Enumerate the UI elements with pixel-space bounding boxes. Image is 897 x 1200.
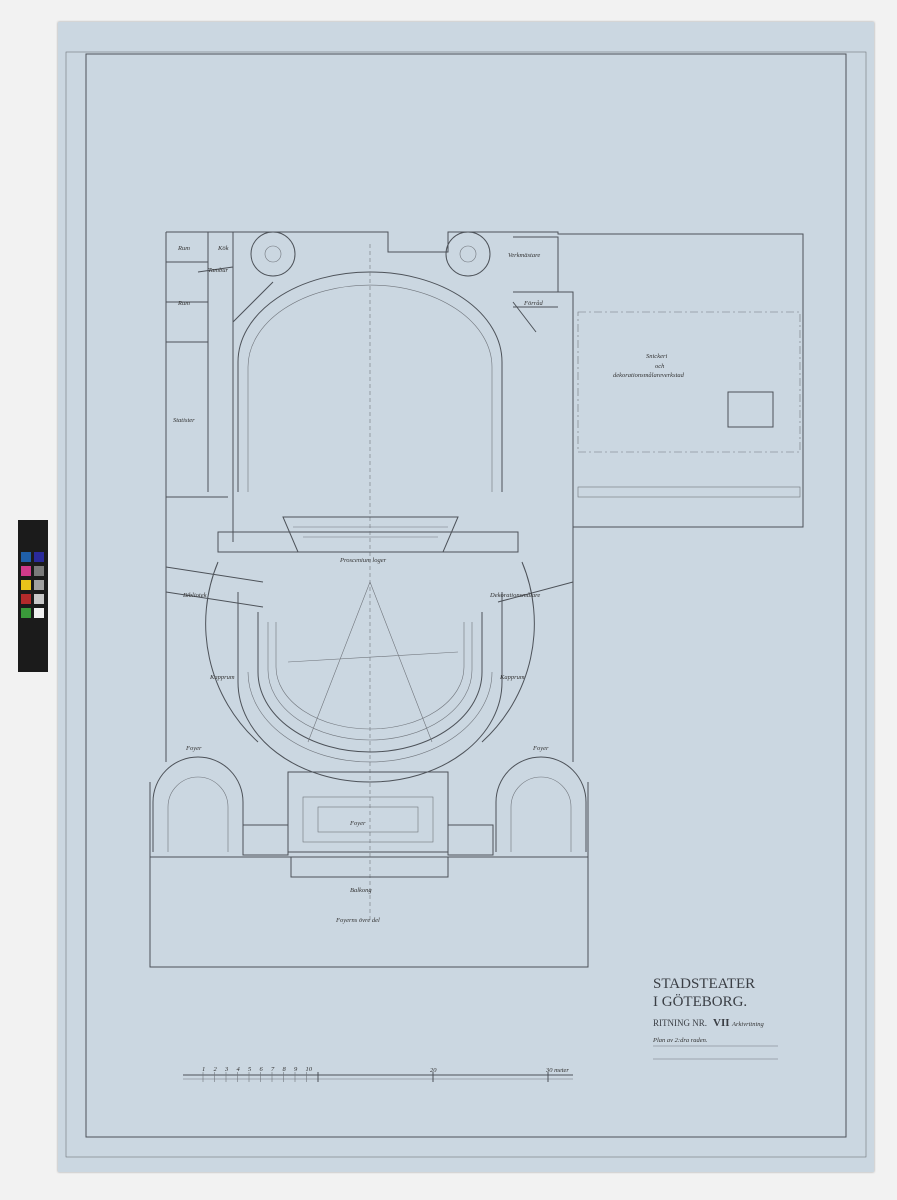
scale-tick-label: 8 [283,1066,287,1073]
room-label: Snickeri [646,353,667,360]
color-checker [18,520,48,672]
drawing-prefix: RITNING NR. [653,1018,707,1028]
scale-tick-label: 1 [202,1066,205,1073]
room-label: Verkmästare [508,252,540,259]
color-swatch [21,552,31,562]
color-swatch [21,580,31,590]
stage [237,244,503,922]
room-labels: Rum Kök Tambur Rum Statister Verkmästare… [173,245,685,924]
floor-plan: Rum Kök Tambur Rum Statister Verkmästare… [65,51,867,1158]
title-block: STADSTEATER I GÖTEBORG. RITNING NR. VII … [652,976,778,1060]
scale-tick-label: 2 [214,1066,218,1073]
drawing-sheet: Rum Kök Tambur Rum Statister Verkmästare… [58,22,874,1172]
auditorium [205,561,535,783]
building-walls [149,231,804,968]
room-label: Foyer [532,745,549,752]
color-swatch [34,566,44,576]
room-label: Kapprum [209,674,235,681]
stair-towers [152,231,587,852]
room-label: Proscenium loger [339,557,387,564]
color-swatch [34,552,44,562]
room-label: Förråd [523,300,544,307]
room-label: dekorationsmålareverkstad [613,372,685,379]
room-label: Kök [217,245,229,252]
scale-tick-label: 4 [237,1066,241,1073]
color-swatch [21,566,31,576]
plan-label: Plan av 2:dra raden. [652,1037,708,1044]
color-swatch [34,608,44,618]
outer-border [65,51,867,1158]
scale-label-20: 20 [430,1067,437,1074]
room-label: Foyer [185,745,202,752]
room-label: Tambur [208,267,228,274]
drawing-number: VII [713,1017,730,1029]
workshop [577,311,801,498]
scale-tick-label: 7 [271,1066,275,1073]
room-label: Foyerns övre del [335,917,380,924]
room-label: Kapprum [499,674,525,681]
scale-tick-label: 6 [260,1066,264,1073]
color-swatch [34,594,44,604]
scale-tick-label: 3 [224,1066,229,1073]
room-label: Statister [173,417,195,424]
room-label: Dekorationsmålare [489,592,540,599]
color-swatch [21,608,31,618]
room-label: Balkong [350,887,372,894]
title-line2: I GÖTEBORG. [653,993,747,1010]
scale-tick-label: 9 [294,1066,298,1073]
room-label: Rum [177,245,190,252]
color-swatch [21,594,31,604]
room-label: Foyer [349,820,366,827]
sheet-border [85,53,847,1138]
title-line1: STADSTEATER [653,976,755,992]
room-label: Rum [177,300,190,307]
partitions [165,232,574,608]
scale-tick-label: 10 [306,1066,313,1073]
foyer-centre [242,771,494,878]
scale-tick-label: 5 [248,1066,252,1073]
drawing-note: Arkivritning [731,1021,765,1028]
room-label: och [655,363,664,370]
color-swatch [34,580,44,590]
scale-label-30: 30 meter [545,1067,569,1074]
room-label: Bibliotek [183,592,207,599]
